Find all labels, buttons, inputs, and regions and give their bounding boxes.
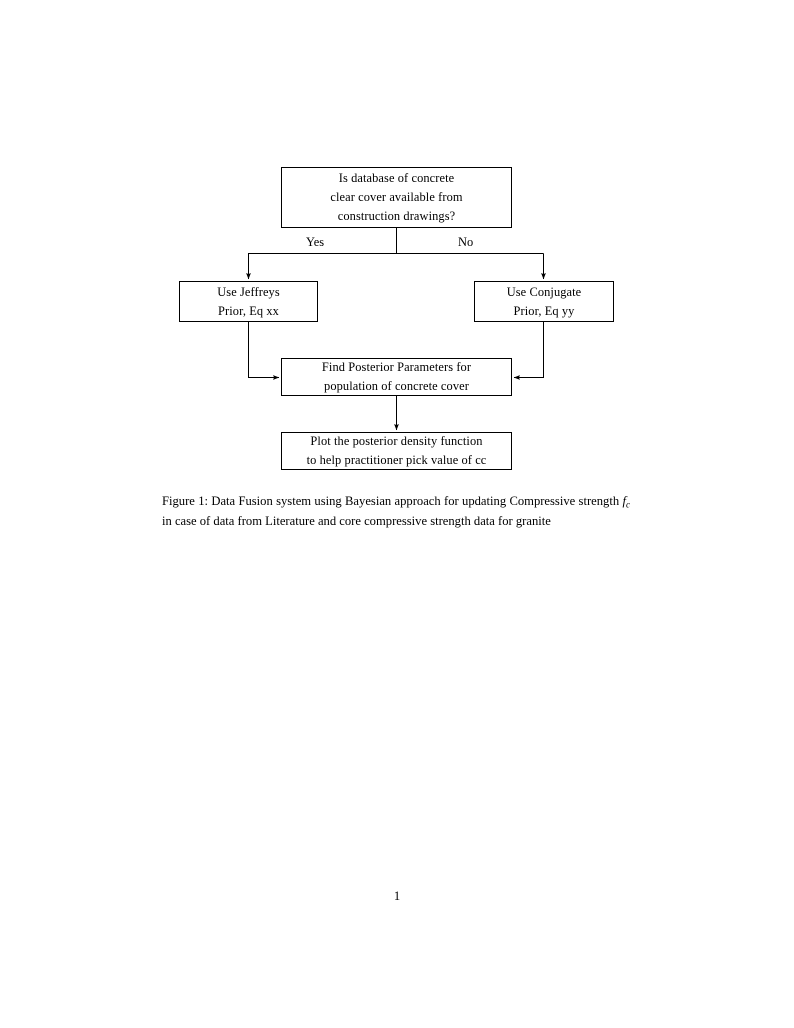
node-decision-line-2: clear cover available from [330,190,463,205]
page-number: 1 [393,889,401,903]
node-decision-line-1: Is database of concrete [338,171,455,186]
figure-caption-label: Figure 1: [162,494,209,508]
flowchart-connectors [246,228,546,431]
figure-caption-symbol-f: f [622,494,626,508]
node-jeffreys-line-1: Use Jeffreys [217,284,280,299]
node-posterior-line-1: Find Posterior Parameters for [321,360,472,375]
node-use-conjugate-prior[interactable]: Use Conjugate Prior, Eq yy [474,281,614,322]
figure-caption-text-part-2: in case of data from Literature and core… [162,513,551,528]
node-posterior-line-2: population of concrete cover [324,379,469,393]
edge-label-yes: Yes [306,235,325,249]
node-use-jeffreys-prior[interactable]: Use Jeffreys Prior, Eq xx [179,281,318,322]
edge-conjugate-to-posterior [513,322,544,380]
node-decision-database-available[interactable]: Is database of concrete clear cover avai… [281,167,512,228]
node-jeffreys-line-2: Prior, Eq xx [218,303,279,318]
node-plot-line-2: to help practitioner pick value of cc [306,453,487,467]
figure-1: Is database of concrete clear cover avai… [0,0,794,500]
node-plot-posterior-density[interactable]: Plot the posterior density function to h… [281,432,512,470]
edge-jeffreys-to-posterior [248,322,280,380]
edge-label-no: No [458,235,474,249]
node-find-posterior-parameters[interactable]: Find Posterior Parameters for population… [281,358,512,396]
node-decision-line-3: construction drawings? [337,208,456,223]
node-plot-line-1: Plot the posterior density function [310,434,483,449]
node-conjugate-line-1: Use Conjugate [506,284,582,299]
figure-caption: Figure 1: Data Fusion system using Bayes… [162,492,630,532]
node-conjugate-line-2: Prior, Eq yy [513,303,575,318]
figure-caption-text-part-1: Data Fusion system using Bayesian approa… [208,494,623,508]
figure-caption-symbol-f-subscript: c [625,499,630,510]
